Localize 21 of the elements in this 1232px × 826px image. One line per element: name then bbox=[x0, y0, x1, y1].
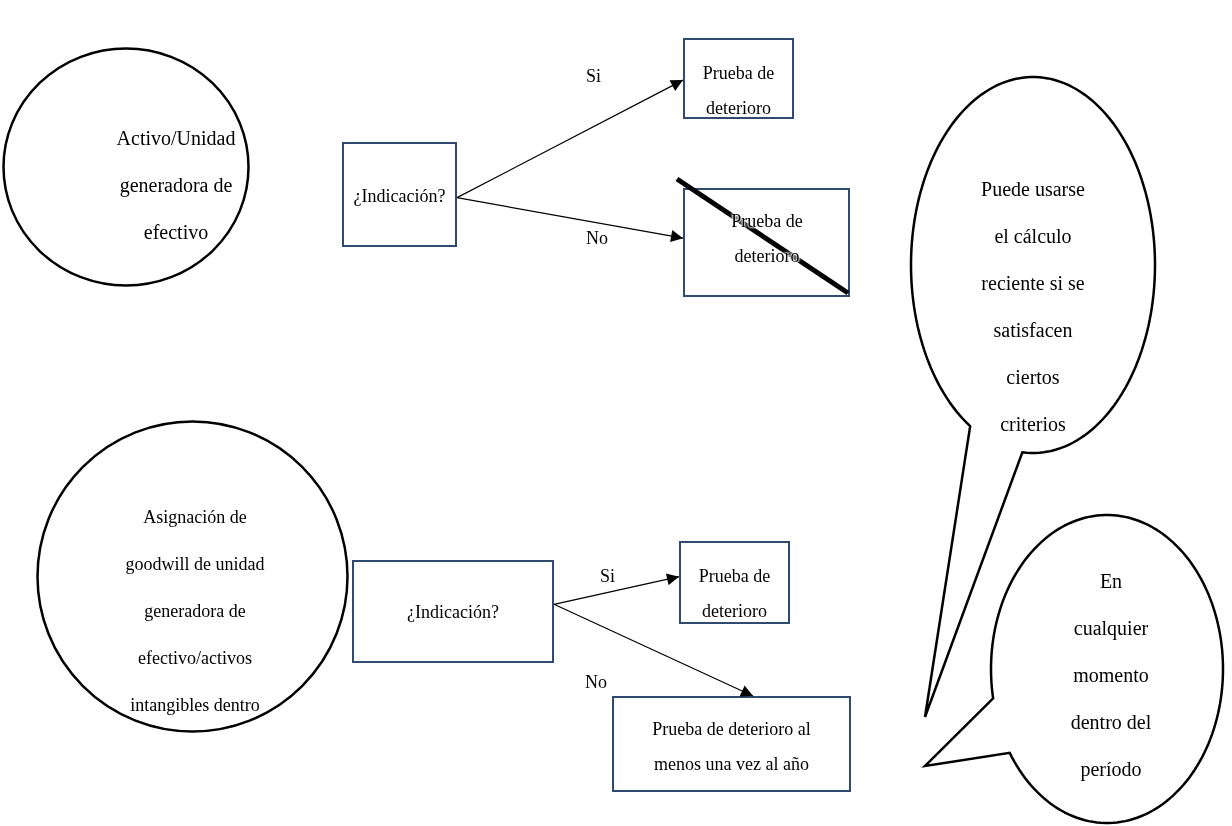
process-box bbox=[352, 560, 554, 663]
node-text: Prueba de deterioro al menos una vez al año bbox=[651, 718, 812, 776]
node-text: Activo/Unidad generadora de efectivo bbox=[115, 126, 237, 245]
arrow bbox=[456, 197, 684, 242]
node-text: Puede usarse el cálculo reciente si se satisfacen ciertos criterios bbox=[980, 177, 1086, 437]
process-box bbox=[342, 142, 457, 247]
speech-bubble bbox=[923, 512, 1225, 826]
node-text: Prueba de deterioro bbox=[701, 62, 776, 120]
arrow bbox=[456, 79, 684, 199]
node-text: ¿Indicación? bbox=[352, 185, 447, 208]
node-text: Prueba de deterioro bbox=[697, 565, 772, 623]
node-text: Asignación de goodwill de unidad generadora de efectivo/activos intangibles dentro bbox=[124, 506, 266, 717]
arrow bbox=[553, 603, 754, 697]
process-box bbox=[683, 38, 794, 119]
process-box bbox=[679, 541, 790, 624]
process-box bbox=[612, 696, 851, 792]
arrow bbox=[553, 573, 680, 605]
node-text: ¿Indicación? bbox=[406, 601, 500, 624]
circle-shape bbox=[2, 47, 250, 287]
node-text: En cualquier momento dentro del período bbox=[1069, 569, 1153, 783]
circle-shape bbox=[36, 420, 349, 733]
